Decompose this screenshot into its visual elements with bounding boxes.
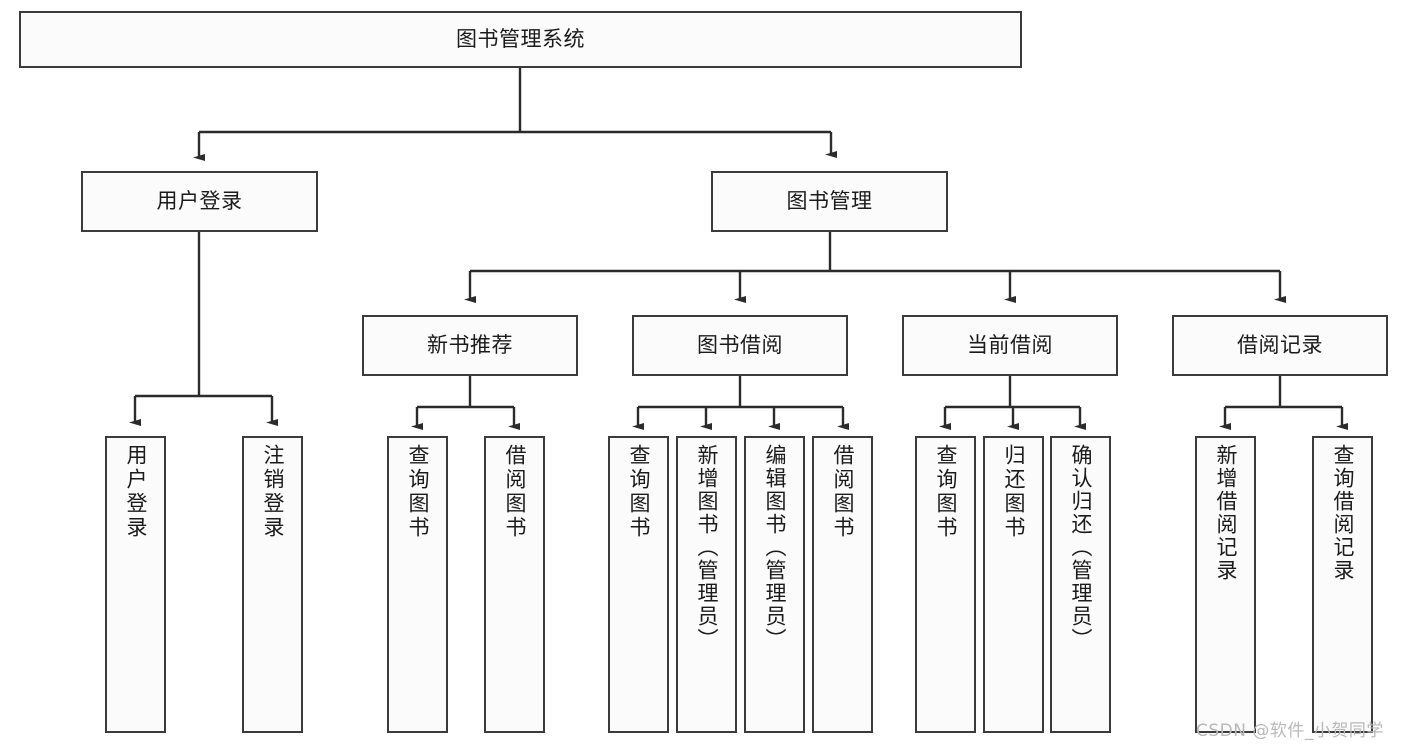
- node-borrow-record[interactable]: 借阅记录: [1172, 315, 1388, 376]
- leaf-borrow-record-query[interactable]: 查询借阅记录: [1312, 436, 1373, 733]
- leaf-current-borrow-confirm-return[interactable]: 确认归还（管理员）: [1050, 436, 1111, 733]
- node-root-system-label: 图书管理系统: [456, 27, 585, 52]
- node-book-borrow-label: 图书借阅: [697, 333, 783, 358]
- leaf-book-borrow-add[interactable]: 新增图书（管理员）: [676, 436, 737, 733]
- leaf-borrow-record-query-label: 查询借阅记录: [1331, 444, 1355, 582]
- leaf-user-login-login-label: 用户登录: [124, 444, 148, 540]
- node-borrow-record-label: 借阅记录: [1237, 333, 1323, 358]
- leaf-book-borrow-borrow-label: 借阅图书: [831, 444, 855, 540]
- node-current-borrow[interactable]: 当前借阅: [902, 315, 1118, 376]
- leaf-current-borrow-return[interactable]: 归还图书: [983, 436, 1044, 733]
- leaf-new-book-query-label: 查询图书: [406, 444, 430, 540]
- node-root-system[interactable]: 图书管理系统: [19, 11, 1022, 68]
- leaf-borrow-record-add[interactable]: 新增借阅记录: [1195, 436, 1256, 733]
- leaf-book-borrow-query-label: 查询图书: [627, 444, 651, 540]
- node-user-login[interactable]: 用户登录: [81, 171, 318, 232]
- node-book-management-label: 图书管理: [786, 189, 873, 214]
- node-book-management[interactable]: 图书管理: [711, 171, 948, 232]
- leaf-current-borrow-confirm-return-label: 确认归还（管理员）: [1069, 444, 1093, 651]
- leaf-user-login-logout-label: 注销登录: [261, 444, 285, 540]
- node-book-borrow[interactable]: 图书借阅: [632, 315, 848, 376]
- leaf-new-book-query[interactable]: 查询图书: [387, 436, 448, 733]
- leaf-book-borrow-edit[interactable]: 编辑图书（管理员）: [744, 436, 805, 733]
- leaf-book-borrow-borrow[interactable]: 借阅图书: [812, 436, 873, 733]
- leaf-user-login-login[interactable]: 用户登录: [105, 436, 166, 733]
- leaf-book-borrow-edit-label: 编辑图书（管理员）: [763, 444, 787, 651]
- leaf-current-borrow-query-label: 查询图书: [934, 444, 958, 540]
- leaf-new-book-borrow-label: 借阅图书: [503, 444, 527, 540]
- node-user-login-label: 用户登录: [156, 189, 243, 214]
- leaf-user-login-logout[interactable]: 注销登录: [242, 436, 303, 733]
- node-current-borrow-label: 当前借阅: [967, 333, 1053, 358]
- leaf-borrow-record-add-label: 新增借阅记录: [1214, 444, 1238, 582]
- leaf-new-book-borrow[interactable]: 借阅图书: [484, 436, 545, 733]
- node-new-book-recommend-label: 新书推荐: [427, 333, 513, 358]
- leaf-current-borrow-return-label: 归还图书: [1002, 444, 1026, 540]
- leaf-book-borrow-add-label: 新增图书（管理员）: [695, 444, 719, 651]
- leaf-current-borrow-query[interactable]: 查询图书: [915, 436, 976, 733]
- node-new-book-recommend[interactable]: 新书推荐: [362, 315, 578, 376]
- leaf-book-borrow-query[interactable]: 查询图书: [608, 436, 669, 733]
